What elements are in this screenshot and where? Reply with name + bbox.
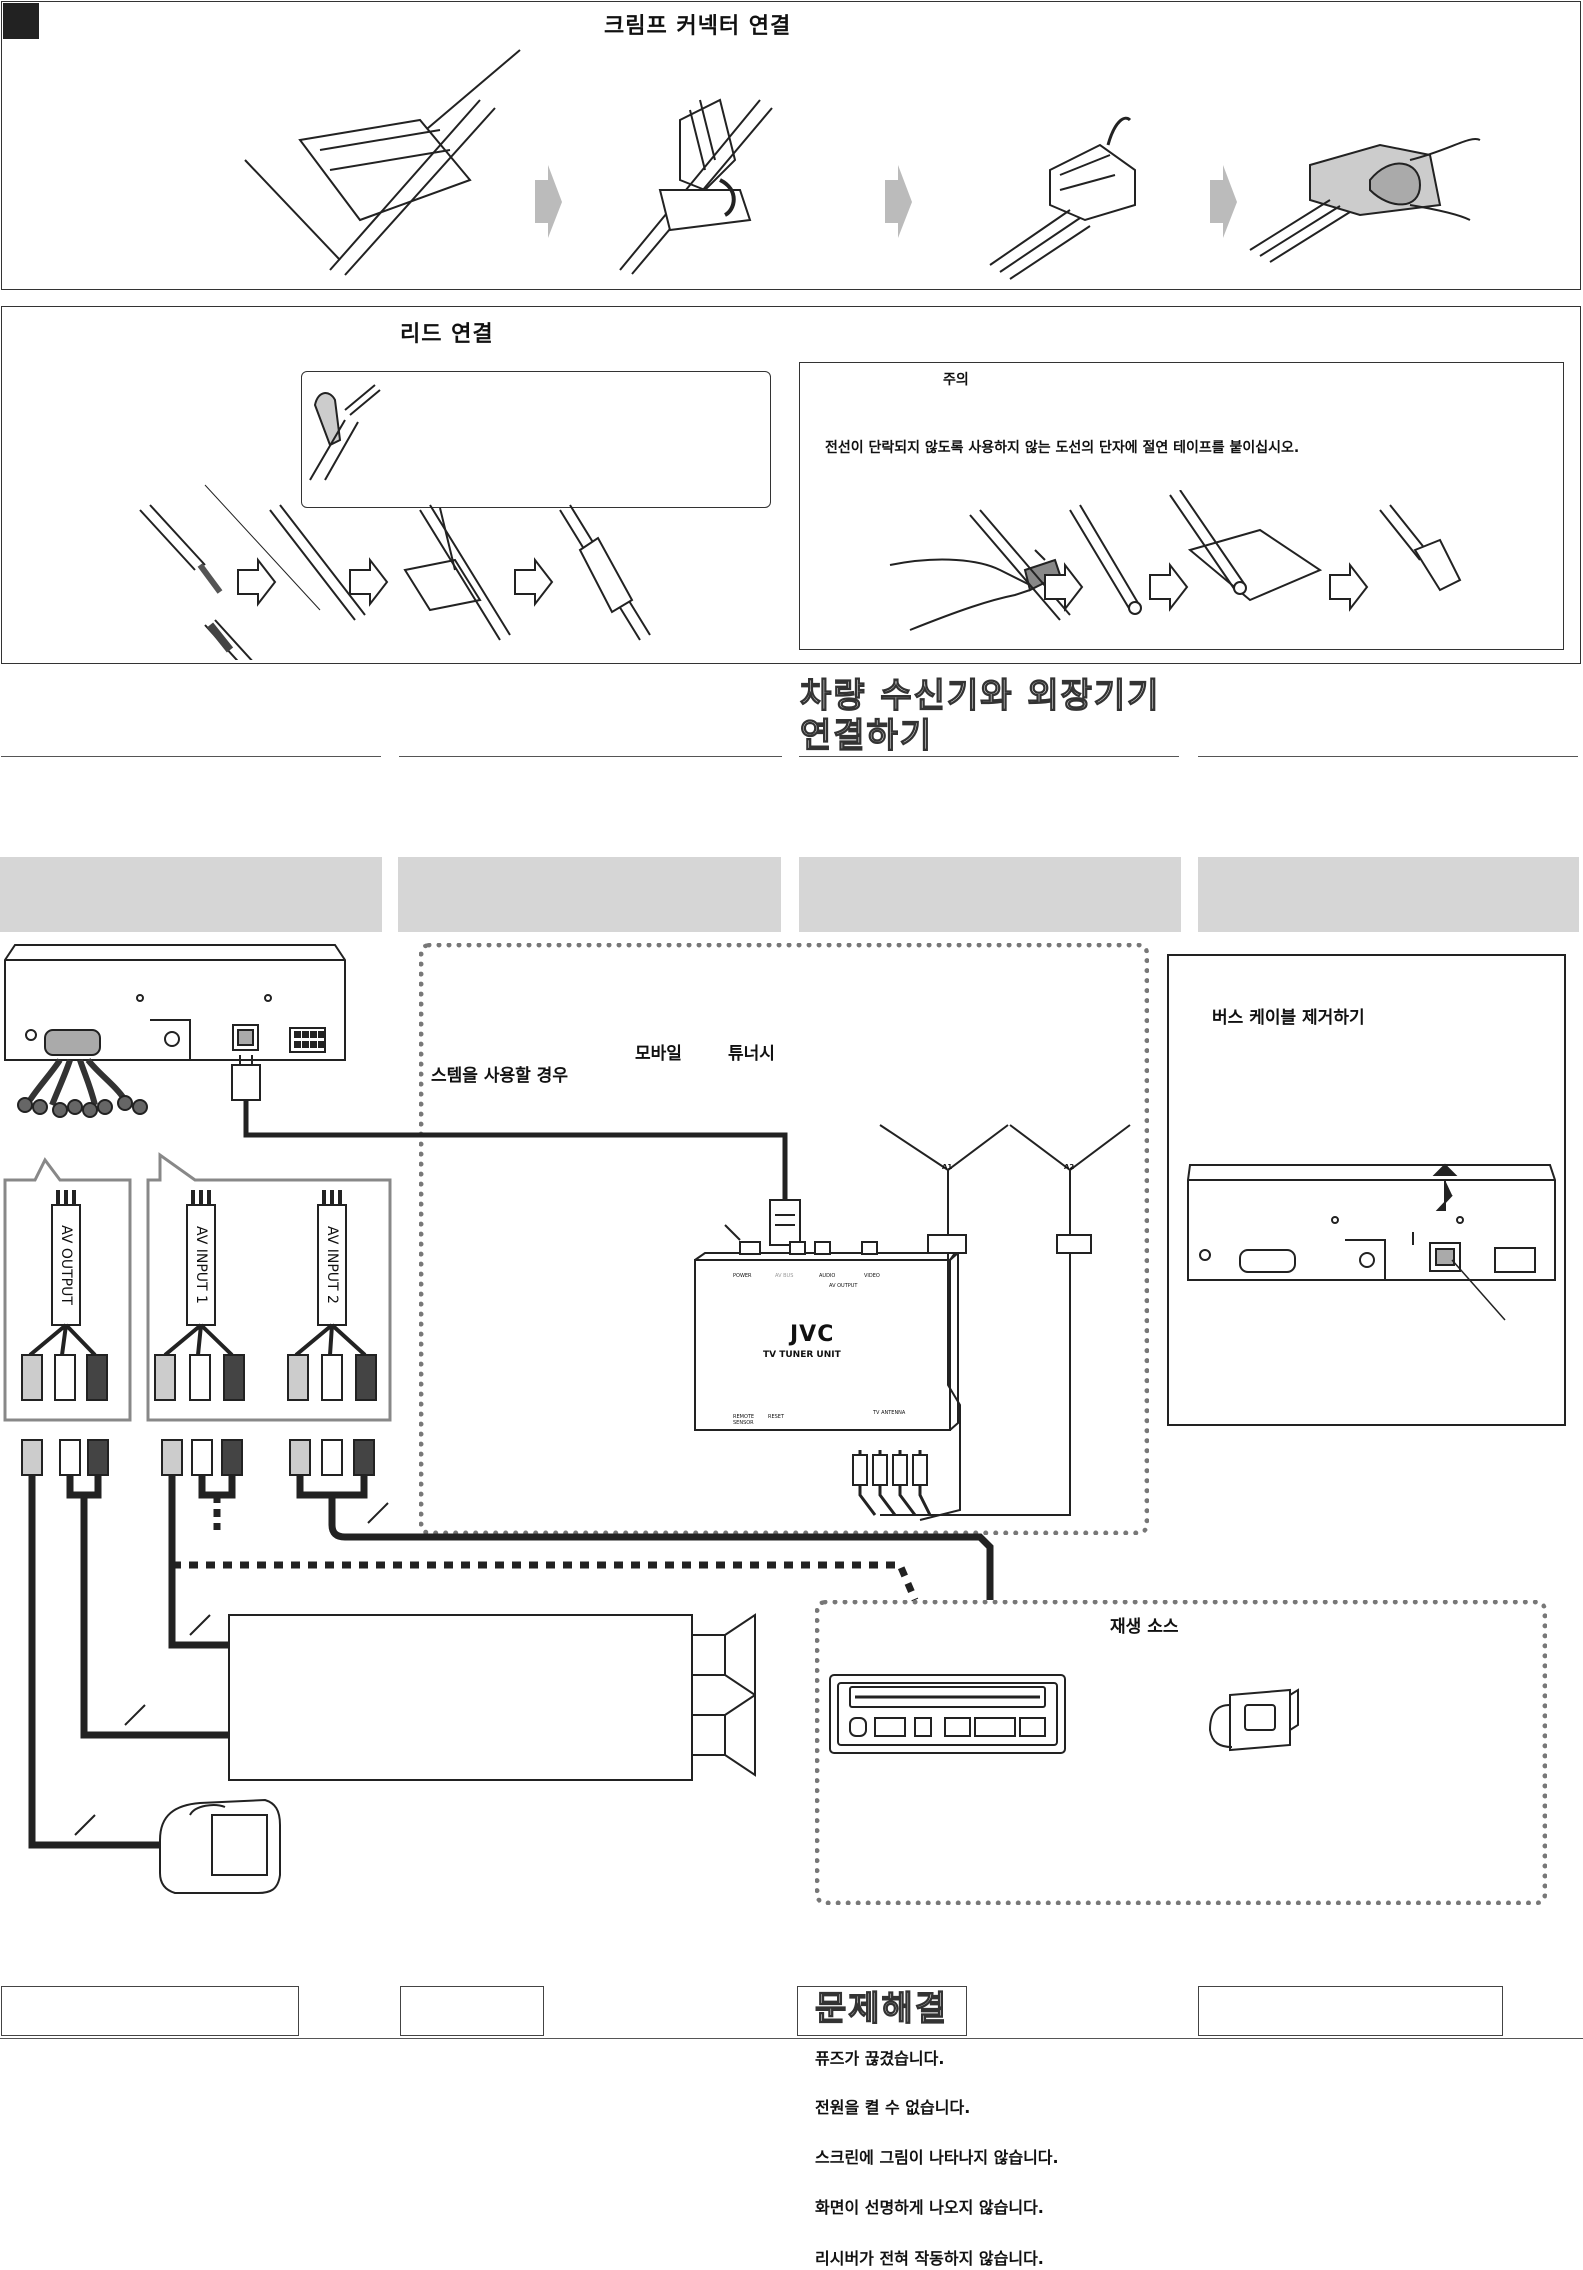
trouble-title: 문제해결 <box>814 1988 949 2029</box>
antenna-label-a1: A1 <box>942 1163 953 1171</box>
gray-band-4 <box>1198 857 1579 932</box>
port-av-output: AV OUTPUT <box>829 1283 858 1289</box>
caution-box <box>799 362 1564 650</box>
crimp-illustrations <box>244 49 1481 280</box>
port-power: POWER <box>733 1273 752 1279</box>
column-rule-3 <box>799 756 1179 757</box>
trouble-tab-4 <box>1198 1986 1503 2036</box>
bus-removal-title: 버스 케이블 제거하기 <box>1212 1008 1365 1028</box>
gray-band-3 <box>799 857 1181 932</box>
trouble-tab-3 <box>797 1986 967 2036</box>
trouble-item-1: 퓨즈가 끊겼습니다. <box>815 2049 945 2068</box>
tuner-brand-logo: JVC <box>790 1322 835 1347</box>
connect-title-line2: 연결하기 <box>799 715 934 756</box>
caution-illustrations <box>889 490 1462 631</box>
caution-text: 전선이 단락되지 않도록 사용하지 않는 도선의 단자에 절연 테이프를 붙이십… <box>825 440 1300 456</box>
lead-title: 리드 연결 <box>400 322 494 347</box>
crimp-title: 크림프 커넥터 연결 <box>604 14 792 39</box>
tuner-unit-name: TV TUNER UNIT <box>763 1350 841 1360</box>
label-av-output: AV OUTPUT <box>58 1225 74 1305</box>
tuner-text-system: 스템을 사용할 경우 <box>431 1066 568 1086</box>
column-rule-1 <box>1 756 381 757</box>
gray-band-1 <box>0 857 382 932</box>
port-av-bus: AV BUS <box>775 1273 794 1279</box>
trouble-item-2: 전원을 켤 수 없습니다. <box>815 2098 971 2117</box>
caution-title: 주의 <box>943 372 969 388</box>
playback-source-box <box>815 1600 1547 1905</box>
trouble-tab-2 <box>400 1986 544 2036</box>
port-reset: RESET <box>768 1414 785 1420</box>
trouble-tab-1 <box>1 1986 299 2036</box>
label-av-input2: AV INPUT 2 <box>324 1226 340 1304</box>
column-rule-2 <box>399 756 782 757</box>
tuner-text-tuner: 튜너시 <box>728 1044 775 1064</box>
connect-title-line1: 차량 수신기와 외장기기 <box>799 675 1161 716</box>
port-video: VIDEO <box>864 1273 880 1279</box>
tuner-text-mobile: 모바일 <box>635 1044 682 1064</box>
column-rule-4 <box>1198 756 1578 757</box>
crimp-section <box>1 1 1581 290</box>
gray-band-2 <box>398 857 781 932</box>
trouble-item-4: 화면이 선명하게 나오지 않습니다. <box>815 2198 1044 2217</box>
wiring-diagram <box>3 944 1566 1894</box>
trouble-rule <box>0 2038 1583 2039</box>
antenna-label-a2: A2 <box>1064 1163 1075 1171</box>
playback-source-title: 재생 소스 <box>1110 1617 1179 1637</box>
port-tv-antenna: TV ANTENNA <box>873 1410 906 1416</box>
label-av-input1: AV INPUT 1 <box>193 1226 209 1304</box>
trouble-item-5: 리시버가 전혀 작동하지 않습니다. <box>815 2249 1044 2268</box>
lead-callout <box>301 371 771 508</box>
trouble-item-3: 스크린에 그림이 나타나지 않습니다. <box>815 2148 1059 2167</box>
port-audio: AUDIO <box>819 1273 836 1279</box>
port-remote-sensor: REMOTE SENSOR <box>733 1414 755 1426</box>
tuner-system-box <box>419 943 1149 1535</box>
section-marker <box>3 3 39 39</box>
lead-illustrations <box>139 384 651 660</box>
